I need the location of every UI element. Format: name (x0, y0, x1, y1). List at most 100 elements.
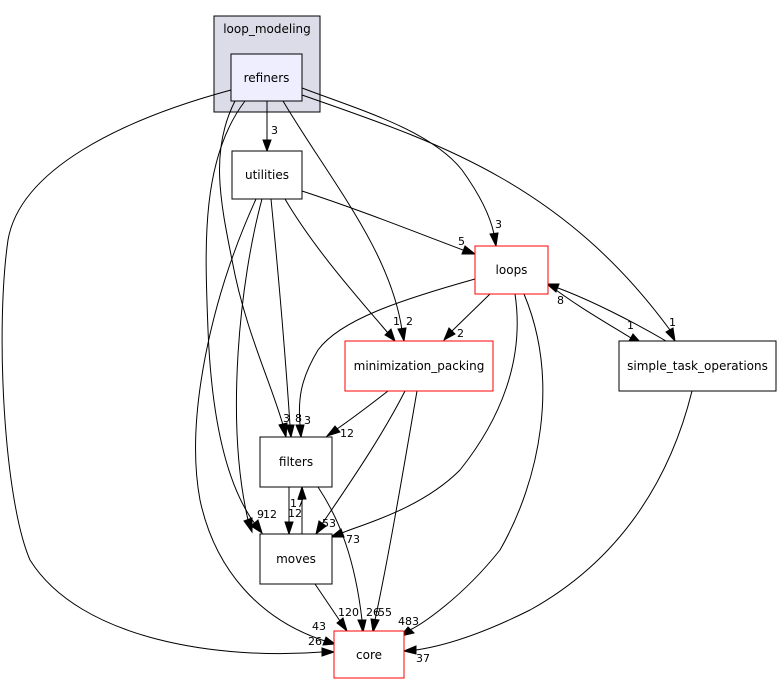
edge-label: 1 (669, 316, 676, 329)
edge-line (205, 100, 256, 525)
edge-moves-filters: 17 (290, 485, 307, 534)
edge-line (409, 293, 544, 631)
arrowhead (285, 424, 295, 439)
arrowhead (284, 521, 294, 536)
edge-label: 1 (393, 315, 400, 328)
edge-sto-loops: 8 (545, 283, 667, 342)
node-box[interactable] (231, 150, 303, 200)
edge-line (1, 89, 323, 655)
edge-refiners-moves: 9 (205, 100, 264, 535)
edge-label: 9 (257, 508, 264, 521)
edge-line (195, 198, 326, 642)
node-label: core (356, 648, 382, 662)
arrowhead (665, 327, 676, 343)
edge-label: 8 (557, 294, 564, 307)
edge-loops-minimization: 2 (442, 293, 491, 342)
edge-line (314, 583, 341, 622)
edge-label: 483 (398, 615, 419, 628)
node-refiners[interactable]: refiners (230, 53, 303, 102)
edge-moves-core: 120 (314, 583, 359, 633)
edge-label: 73 (346, 533, 360, 546)
edge-label: 8 (295, 412, 302, 425)
arrowhead (489, 232, 499, 248)
edge-label: 12 (263, 508, 277, 521)
edge-label: 12 (340, 427, 354, 440)
edge-line (451, 293, 491, 332)
edge-line (282, 100, 403, 331)
arrowhead (243, 517, 253, 534)
node-label: refiners (244, 71, 290, 85)
edge-refiners-core: 26 (1, 89, 336, 657)
arrowhead (402, 645, 417, 655)
arrowhead (370, 618, 380, 634)
edge-line (236, 198, 263, 521)
edge-utilities-moves: 12 (236, 198, 277, 534)
edge-label: 2 (457, 327, 464, 340)
node-label: loops (496, 263, 528, 277)
node-label: minimization_packing (354, 359, 485, 373)
node-box[interactable] (333, 630, 405, 679)
edge-utilities-loops: 5 (301, 190, 477, 255)
node-utilities[interactable]: utilities (231, 150, 303, 200)
arrowhead (295, 424, 305, 439)
edge-line (219, 100, 284, 426)
arrowhead (297, 485, 307, 500)
edge-label: 55 (378, 606, 392, 619)
edge-line (336, 390, 389, 430)
arrowhead (384, 328, 396, 343)
edge-loops-filters: 3 (295, 278, 476, 439)
node-box[interactable] (259, 436, 333, 488)
edge-loops-sto: 1 (547, 283, 643, 344)
node-label: filters (279, 455, 313, 469)
arrowhead (321, 647, 336, 657)
arrowhead (250, 519, 263, 535)
edge-line (301, 87, 495, 235)
node-box[interactable] (618, 340, 777, 392)
edge-utilities-minimization: 1 (284, 198, 400, 343)
cluster-label: loop_modeling (223, 22, 311, 36)
edge-label: 3 (271, 124, 278, 137)
arrowhead (315, 520, 327, 536)
edge-line (415, 390, 693, 651)
edge-filters-core: 26 (317, 486, 380, 634)
edge-label: 43 (312, 620, 326, 633)
arrowhead (545, 283, 560, 293)
node-label: moves (276, 552, 316, 566)
node-filters[interactable]: filters (259, 436, 333, 488)
edge-label: 120 (338, 606, 359, 619)
arrowhead (322, 636, 337, 646)
arrowhead (336, 617, 348, 633)
edge-label: 12 (288, 507, 302, 520)
edges: 3 3 2 1 3 9 (1, 87, 693, 665)
node-box[interactable] (259, 533, 333, 585)
node-label: simple_task_operations (627, 359, 768, 373)
edge-sto-core: 37 (402, 390, 693, 665)
arrowhead (461, 245, 477, 255)
edge-label: 1 (627, 319, 634, 332)
edge-utilities-core: 43 (195, 198, 337, 646)
edge-label: 37 (416, 652, 430, 665)
edge-line (284, 198, 389, 334)
node-box[interactable] (474, 245, 549, 295)
edge-label: 3 (304, 414, 311, 427)
nodes: refiners utilities loops minimization_pa… (230, 53, 777, 679)
node-box[interactable] (230, 53, 303, 102)
node-minimization-packing[interactable]: minimization_packing (344, 340, 494, 392)
edge-minimization-core: 55 (370, 390, 418, 634)
node-label: utilities (245, 168, 289, 182)
edge-line (301, 94, 671, 331)
edge-label: 5 (458, 235, 465, 248)
node-simple-task-operations[interactable]: simple_task_operations (618, 340, 777, 392)
node-loops[interactable]: loops (474, 245, 549, 295)
edge-label: 17 (290, 497, 304, 510)
arrowhead (262, 139, 272, 153)
edge-minimization-filters: 12 (325, 390, 389, 440)
edge-filters-moves: 12 (284, 487, 302, 536)
edge-line (301, 190, 464, 251)
node-box[interactable] (344, 340, 494, 392)
node-moves[interactable]: moves (259, 533, 333, 585)
node-core[interactable]: core (333, 630, 405, 679)
arrowhead (397, 327, 407, 343)
edge-line (321, 390, 406, 525)
